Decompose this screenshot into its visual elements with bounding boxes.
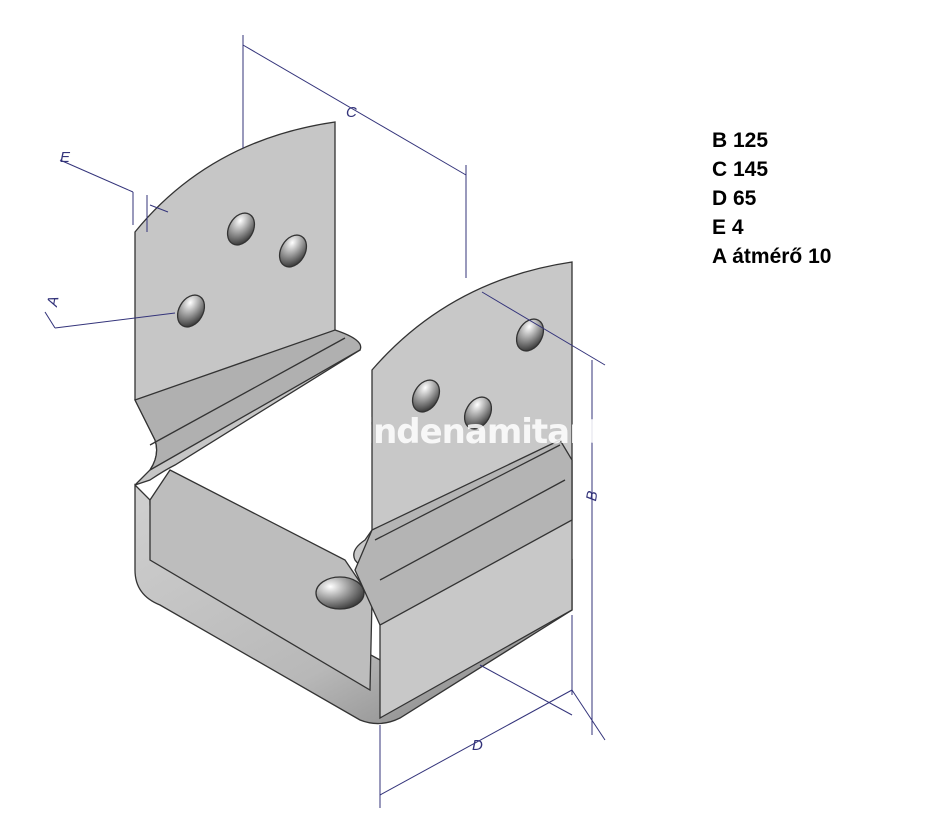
dimension-label-b: B — [583, 490, 601, 503]
spec-list: B 125 C 145 D 65 E 4 A átmérő 10 — [712, 126, 831, 271]
hole — [226, 212, 256, 246]
dimension-label-c: C — [346, 104, 357, 121]
hole — [463, 396, 493, 430]
spec-e: E 4 — [712, 216, 744, 239]
dimension-label-e: E — [60, 149, 71, 166]
dimension-lines — [44, 35, 606, 808]
dimension-label-d: D — [472, 737, 483, 754]
hole — [411, 379, 441, 413]
base-hole — [315, 576, 365, 610]
spec-a: A átmérő 10 — [712, 245, 832, 268]
dimension-label-a: A — [44, 295, 63, 309]
left-bend — [134, 329, 362, 471]
spec-c: C 145 — [712, 158, 769, 181]
hole — [176, 294, 206, 328]
hole — [278, 234, 308, 268]
hole — [515, 318, 545, 352]
watermark: mindenamitarto — [328, 412, 623, 452]
spec-d: D 65 — [712, 187, 757, 210]
right-bend — [354, 439, 573, 626]
dimension-text: C E A B D — [44, 104, 602, 754]
spec-b: B 125 — [712, 129, 769, 152]
